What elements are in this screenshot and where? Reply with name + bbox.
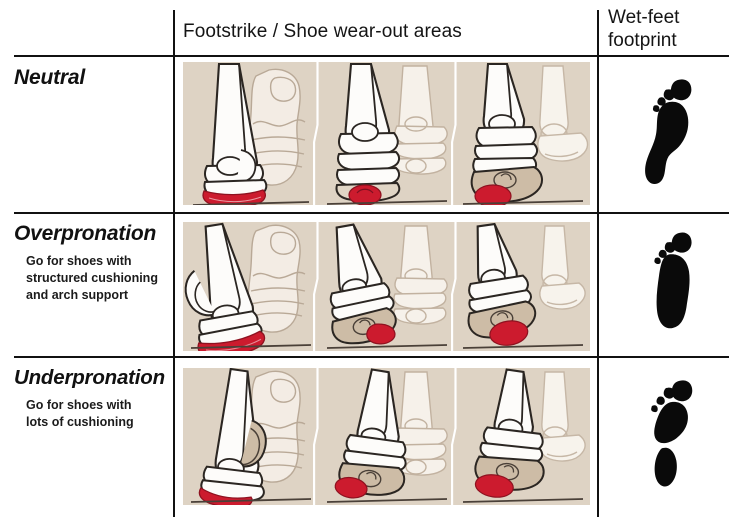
ground-line (190, 344, 312, 349)
leg-rear-view-illustration (474, 368, 545, 498)
wear-area-red (474, 474, 514, 498)
ghost-foot-icon (393, 225, 448, 325)
row-title-overpronation: Overpronation (14, 222, 157, 245)
stage-panel-overpronation-heel-strike (183, 222, 319, 351)
advice-line: and arch support (26, 288, 129, 302)
ground-line (326, 498, 448, 503)
footprint-cell-underpronation (600, 362, 741, 514)
ground-line (190, 498, 312, 503)
illustration-strip-underpronation (183, 368, 590, 505)
footstrike-column-header: Footstrike / Shoe wear-out areas (183, 21, 462, 42)
ghost-foot-icon (393, 371, 448, 476)
panel-separator (451, 368, 457, 505)
row-divider-2 (14, 356, 729, 358)
stage-panel-neutral-midstance (319, 62, 455, 205)
leg-rear-view-illustration (198, 368, 267, 505)
column-divider-right (597, 10, 599, 517)
leg-rear-view-illustration (329, 223, 397, 345)
footprint-cell-neutral (600, 62, 741, 210)
advice-line: lots of cushioning (26, 415, 134, 429)
ground-line (326, 344, 448, 349)
stage-panel-neutral-toe-off (455, 62, 590, 205)
row-title-neutral: Neutral (14, 66, 85, 89)
wear-area-red (348, 184, 382, 205)
ground-line (462, 344, 584, 349)
ghost-foot-icon (393, 65, 448, 175)
wetfeet-column-header: Wet-feet footprint (608, 6, 736, 52)
row-label-neutral: Neutral (14, 66, 166, 90)
panel-separator (313, 62, 319, 205)
stage-panel-underpronation-midstance (319, 368, 455, 505)
panel-separator (451, 222, 457, 351)
wear-area-red (198, 487, 253, 505)
panel-separator (313, 368, 319, 505)
advice-line: structured cushioning (26, 271, 158, 285)
underpronation-footprint (650, 380, 692, 487)
leg-rear-view-illustration (470, 62, 543, 205)
wear-area-red (334, 476, 368, 499)
leg-rear-view-illustration (184, 222, 266, 351)
stage-panel-underpronation-toe-off (455, 368, 590, 505)
row-title-underpronation: Underpronation (14, 366, 165, 389)
ghost-foot-icon (537, 65, 589, 162)
stage-panel-underpronation-heel-strike (183, 368, 319, 505)
wear-area-red (366, 323, 396, 345)
wear-area-red (489, 320, 529, 346)
row-advice-underpronation: Go for shoes with lots of cushioning (26, 397, 166, 431)
row-label-underpronation: Underpronation Go for shoes with lots of… (14, 366, 166, 431)
ghost-shoe-sole-icon (247, 68, 306, 186)
leg-rear-view-illustration (467, 222, 537, 346)
stage-panel-neutral-heel-strike (183, 62, 319, 205)
overpronation-footprint (653, 232, 692, 329)
stage-panel-overpronation-toe-off (455, 222, 590, 351)
ghost-foot-icon (539, 225, 586, 310)
wetfeet-header-line2: footprint (608, 30, 677, 51)
advice-line: Go for shoes with (26, 254, 132, 268)
ghost-foot-icon (539, 371, 586, 462)
panel-separator (313, 222, 319, 351)
ground-line (462, 200, 584, 205)
leg-rear-view-illustration (334, 368, 407, 499)
row-divider-1 (14, 212, 729, 214)
stage-panel-overpronation-midstance (319, 222, 455, 351)
ground-line (462, 498, 584, 503)
illustration-strip-neutral (183, 62, 590, 205)
neutral-footprint (644, 79, 691, 185)
wetfeet-header-line1: Wet-feet (608, 7, 680, 28)
advice-line: Go for shoes with (26, 398, 132, 412)
leg-rear-view-illustration (202, 62, 268, 205)
row-advice-overpronation: Go for shoes with structured cushioning … (26, 253, 166, 304)
header-divider (14, 55, 729, 57)
leg-rear-view-illustration (335, 62, 401, 205)
panel-separator (451, 62, 457, 205)
column-divider-left (173, 10, 175, 517)
ground-line (192, 201, 310, 205)
illustration-strip-overpronation (183, 222, 590, 351)
row-label-overpronation: Overpronation Go for shoes with structur… (14, 222, 166, 304)
ground-line (326, 200, 448, 205)
footprint-cell-overpronation (600, 218, 741, 354)
wear-area-red (474, 184, 512, 205)
